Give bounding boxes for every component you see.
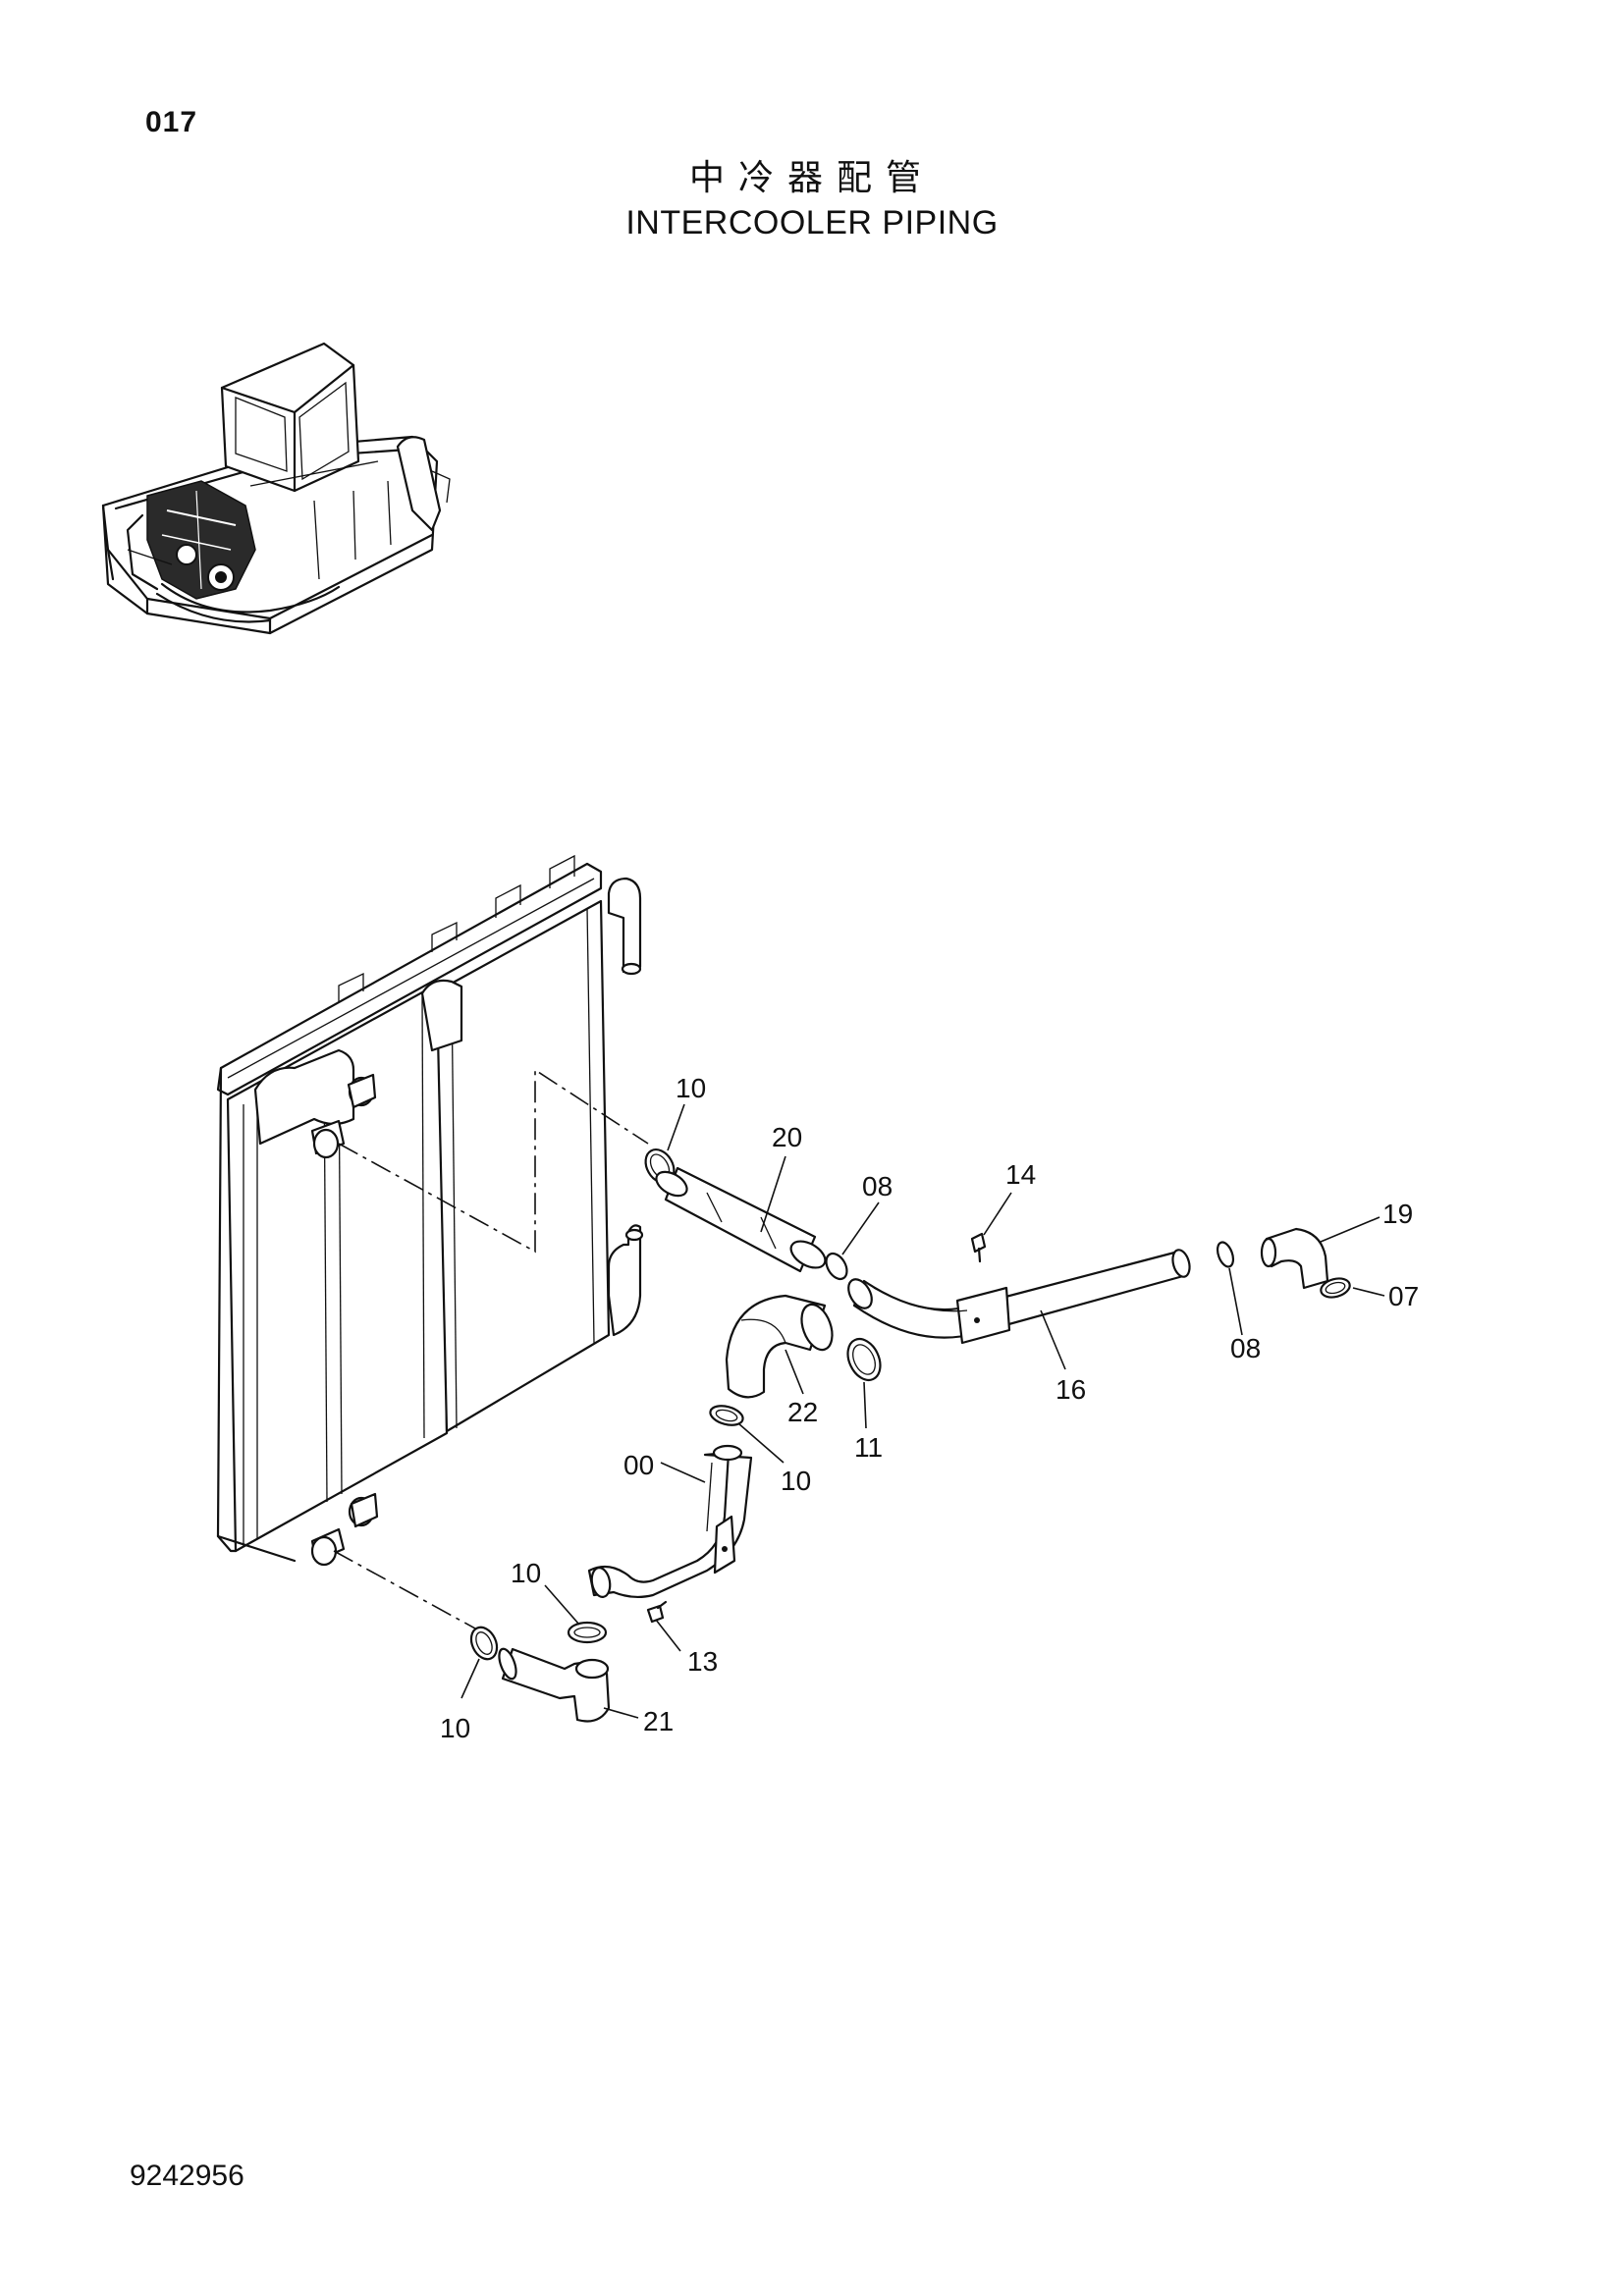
callout-label: 08 — [1230, 1333, 1261, 1363]
part-hose-clamp-10b — [709, 1405, 744, 1426]
callout-label: 14 — [1005, 1159, 1036, 1190]
title-english: INTERCOOLER PIPING — [625, 204, 999, 241]
callout-label: 11 — [854, 1432, 883, 1463]
part-hose-clamp-11 — [846, 1337, 882, 1382]
part-elbow-hose-22 — [725, 1294, 834, 1399]
part-hose-clamp-07 — [1320, 1277, 1351, 1299]
callout-label: 13 — [687, 1646, 718, 1677]
callout-label: 00 — [623, 1450, 654, 1480]
callout-label: 10 — [511, 1558, 541, 1588]
callout-label: 10 — [676, 1073, 706, 1103]
connection-lines — [333, 1068, 649, 1635]
page-code: 017 — [145, 106, 198, 138]
part-pipe-assembly-00 — [587, 1444, 753, 1599]
callout-label: 16 — [1056, 1374, 1086, 1405]
callout-label: 22 — [787, 1397, 818, 1427]
part-hose-clamp-10d — [469, 1626, 499, 1661]
callouts: 10 20 08 14 19 07 08 16 22 11 10 00 10 1… — [440, 1073, 1419, 1743]
callout-label: 20 — [772, 1122, 802, 1152]
callout-label: 08 — [862, 1171, 893, 1201]
part-hose-clamp-08b — [1216, 1241, 1235, 1268]
callout-label: 21 — [643, 1706, 674, 1736]
callout-label: 19 — [1382, 1199, 1413, 1229]
part-hose-20 — [655, 1166, 827, 1273]
title-chinese: 中冷器配管 — [688, 158, 935, 198]
part-hose-clamp-08a — [825, 1252, 848, 1281]
callout-label: 10 — [440, 1713, 470, 1743]
leader-lines — [460, 1103, 1385, 1719]
part-elbow-hose-19 — [1260, 1227, 1329, 1290]
part-bolt-13 — [646, 1600, 668, 1624]
document-number: 9242956 — [130, 2160, 244, 2192]
callout-label: 10 — [781, 1466, 811, 1496]
part-bolt-14 — [970, 1232, 987, 1263]
part-hose-clamp-10c — [567, 1621, 608, 1644]
callout-label: 07 — [1388, 1281, 1419, 1311]
radiator-intercooler-assembly — [216, 854, 644, 1567]
part-elbow-hose-21 — [498, 1647, 611, 1723]
engine-highlight — [126, 480, 256, 600]
part-pipe-16 — [847, 1249, 1191, 1345]
excavator-locator-thumbnail — [101, 342, 451, 635]
